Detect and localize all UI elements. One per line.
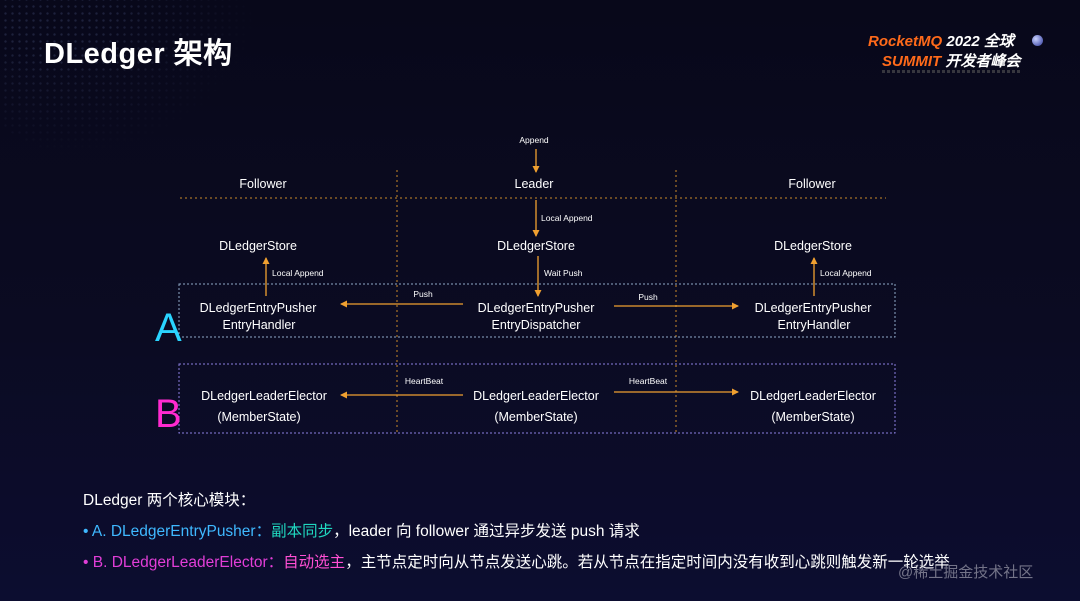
append-label: Append xyxy=(519,135,549,145)
row-a-label: A xyxy=(155,306,182,350)
page-title: DLedger 架构 xyxy=(44,38,233,70)
bullet-b-emphasis: 自动选主 xyxy=(283,554,346,571)
store-leader: DLedgerStore xyxy=(497,239,575,253)
row-a-node-center-line1: DLedgerEntryPusher xyxy=(478,301,595,315)
push-label-left: Push xyxy=(413,289,433,299)
description-block: DLedger 两个核心模块： • A. DLedgerEntryPusher：… xyxy=(83,485,950,578)
bullet-a: • A. DLedgerEntryPusher：副本同步，leader 向 fo… xyxy=(83,516,950,547)
logo-event: 开发者峰会 xyxy=(945,53,1021,70)
leader-local-append-label: Local Append xyxy=(541,213,593,223)
logo-summit: SUMMIT xyxy=(882,53,942,70)
row-b-node-center-line1: DLedgerLeaderElector xyxy=(473,389,599,403)
logo-brand: RocketMQ xyxy=(868,33,943,50)
watermark: @稀土掘金技术社区 xyxy=(898,564,1034,581)
bullet-b-name: B. DLedgerLeaderElector： xyxy=(92,554,284,571)
column-header-follower-right: Follower xyxy=(788,177,835,191)
row-a-node-right-line2: EntryHandler xyxy=(778,318,851,332)
bullet-a-dot: • xyxy=(83,523,89,540)
heartbeat-label-right: HeartBeat xyxy=(629,376,668,386)
left-local-append-label: Local Append xyxy=(272,268,324,278)
row-b-node-center-line2: (MemberState) xyxy=(494,410,577,424)
row-b-node-right-line2: (MemberState) xyxy=(771,410,854,424)
bullet-a-emphasis: 副本同步 xyxy=(271,523,334,540)
store-follower-right: DLedgerStore xyxy=(774,239,852,253)
bullet-b-desc: ，主节点定时向从节点发送心跳。若从节点在指定时间内没有收到心跳则触发新一轮选举 xyxy=(345,554,950,571)
row-a-node-right-line1: DLedgerEntryPusher xyxy=(755,301,872,315)
bullet-b-dot: • xyxy=(83,554,89,571)
heartbeat-label-left: HeartBeat xyxy=(405,376,444,386)
row-a-node-left-line1: DLedgerEntryPusher xyxy=(200,301,317,315)
row-b-node-left-line1: DLedgerLeaderElector xyxy=(201,389,327,403)
row-b-node-left-line2: (MemberState) xyxy=(217,410,300,424)
row-a-node-center-line2: EntryDispatcher xyxy=(492,318,581,332)
bullet-b: • B. DLedgerLeaderElector：自动选主，主节点定时向从节点… xyxy=(83,547,950,578)
bullet-a-name: A. DLedgerEntryPusher： xyxy=(91,523,272,540)
column-header-leader: Leader xyxy=(515,177,554,191)
logo-year: 2022 全球 xyxy=(946,33,1014,50)
push-label-right: Push xyxy=(638,292,658,302)
description-intro: DLedger 两个核心模块： xyxy=(83,492,256,509)
row-a-box xyxy=(178,283,896,338)
row-b-node-right-line1: DLedgerLeaderElector xyxy=(750,389,876,403)
column-header-follower-left: Follower xyxy=(239,177,286,191)
planet-icon xyxy=(1032,35,1043,46)
bullet-a-desc: ，leader 向 follower 通过异步发送 push 请求 xyxy=(333,523,640,540)
row-b-box xyxy=(178,363,896,434)
row-b-label: B xyxy=(155,392,182,436)
logo-subline xyxy=(882,70,1022,73)
wait-push-label: Wait Push xyxy=(544,268,583,278)
right-local-append-label: Local Append xyxy=(820,268,872,278)
store-follower-left: DLedgerStore xyxy=(219,239,297,253)
row-a-node-left-line2: EntryHandler xyxy=(223,318,296,332)
event-logo: RocketMQ 2022 全球 SUMMIT 开发者峰会 xyxy=(868,30,1048,80)
